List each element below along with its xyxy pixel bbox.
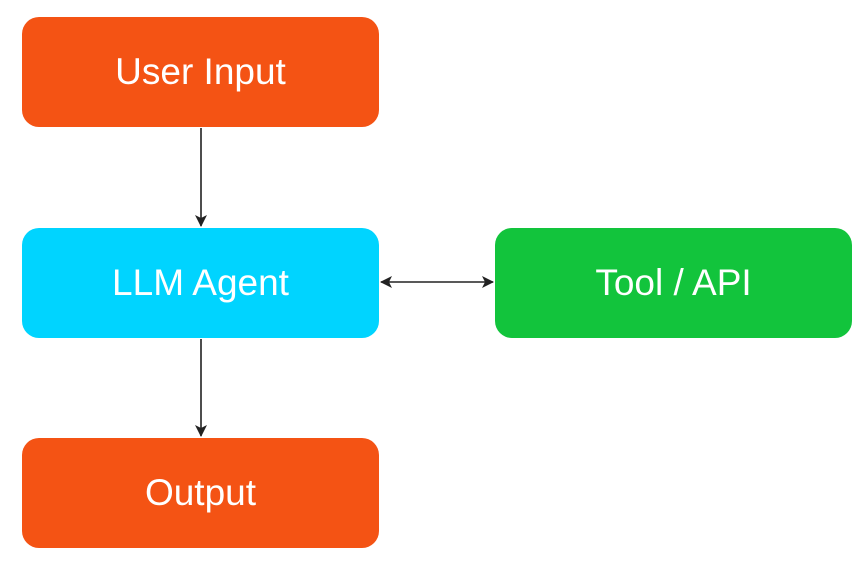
- node-tool-api-label: Tool / API: [595, 262, 752, 303]
- node-tool-api: Tool / API: [495, 228, 852, 338]
- node-output-label: Output: [144, 472, 257, 513]
- node-user-input: User Input: [22, 17, 379, 127]
- node-llm-agent-label: LLM Agent: [112, 262, 289, 303]
- node-output: Output: [22, 438, 379, 548]
- node-llm-agent: LLM Agent: [22, 228, 379, 338]
- node-user-input-label: User Input: [115, 51, 286, 92]
